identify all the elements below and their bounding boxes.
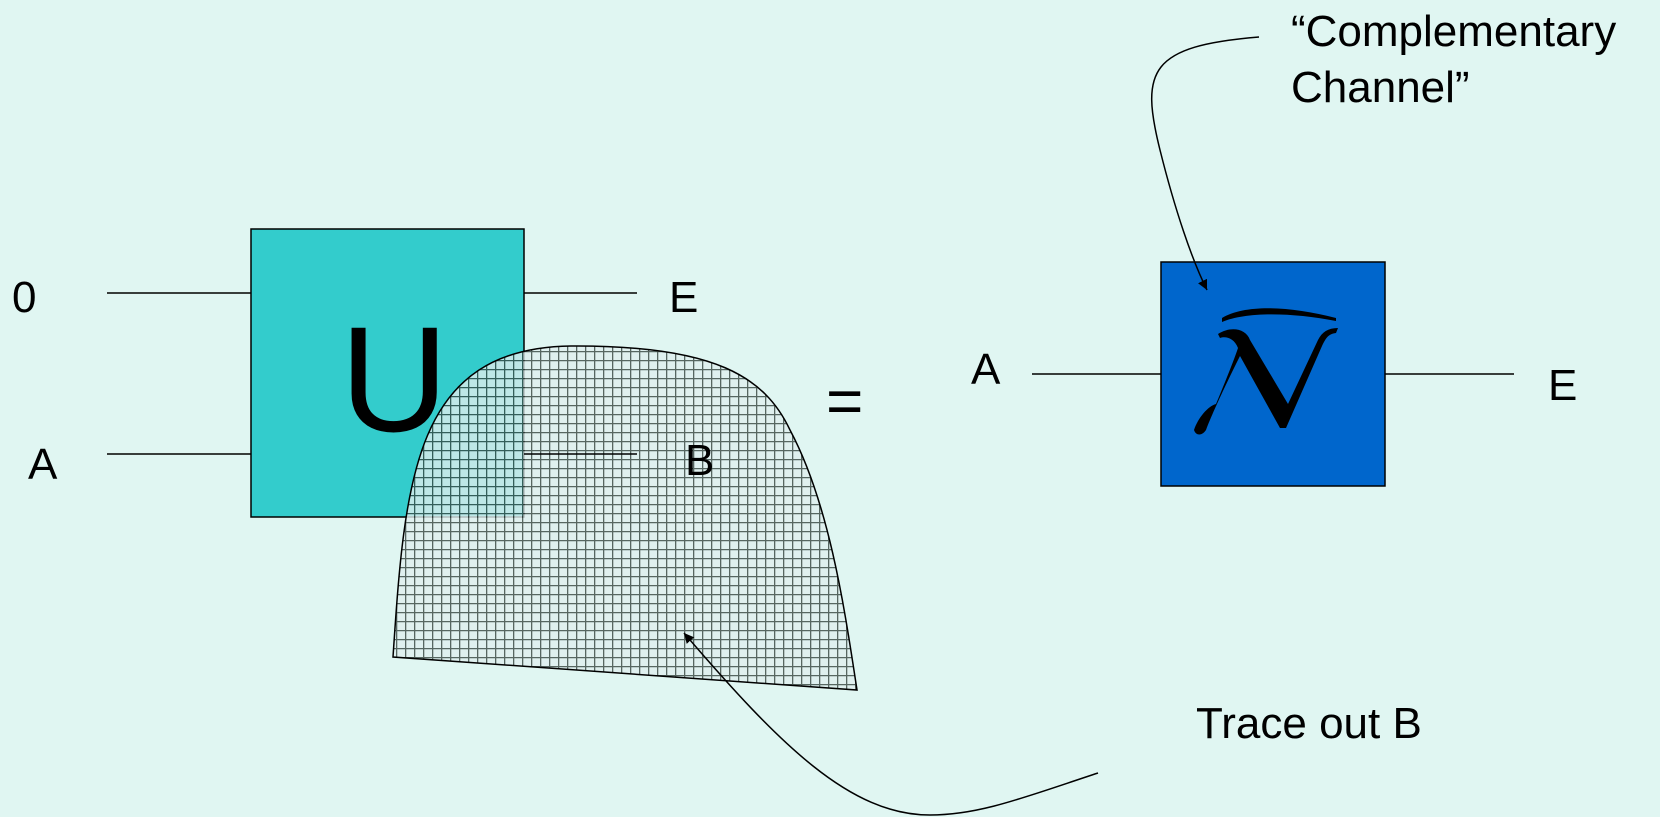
complementary-channel-line-2: Channel” — [1291, 63, 1470, 112]
complementary-channel-N-hat-symbol — [1194, 308, 1338, 435]
trace-out-arrow — [683, 632, 1099, 816]
complementary-channel-arrow — [1150, 36, 1260, 291]
input-a-label: A — [28, 440, 58, 489]
trace-region — [392, 345, 858, 691]
input-zero-label: 0 — [12, 273, 37, 322]
output-b-label: B — [685, 436, 715, 485]
channel-output-e-label: E — [1548, 361, 1578, 410]
channel-box — [1160, 261, 1386, 487]
trace-out-b-callout: Trace out B — [1196, 699, 1422, 748]
channel-input-a-label: A — [971, 345, 1001, 394]
unitary-label: U — [340, 295, 449, 463]
complementary-channel-line-1: “Complementary — [1291, 7, 1617, 56]
complementary-channel-callout: “Complementary Channel” — [1291, 4, 1616, 116]
equals-sign: = — [826, 365, 864, 437]
output-e-label: E — [669, 273, 699, 322]
